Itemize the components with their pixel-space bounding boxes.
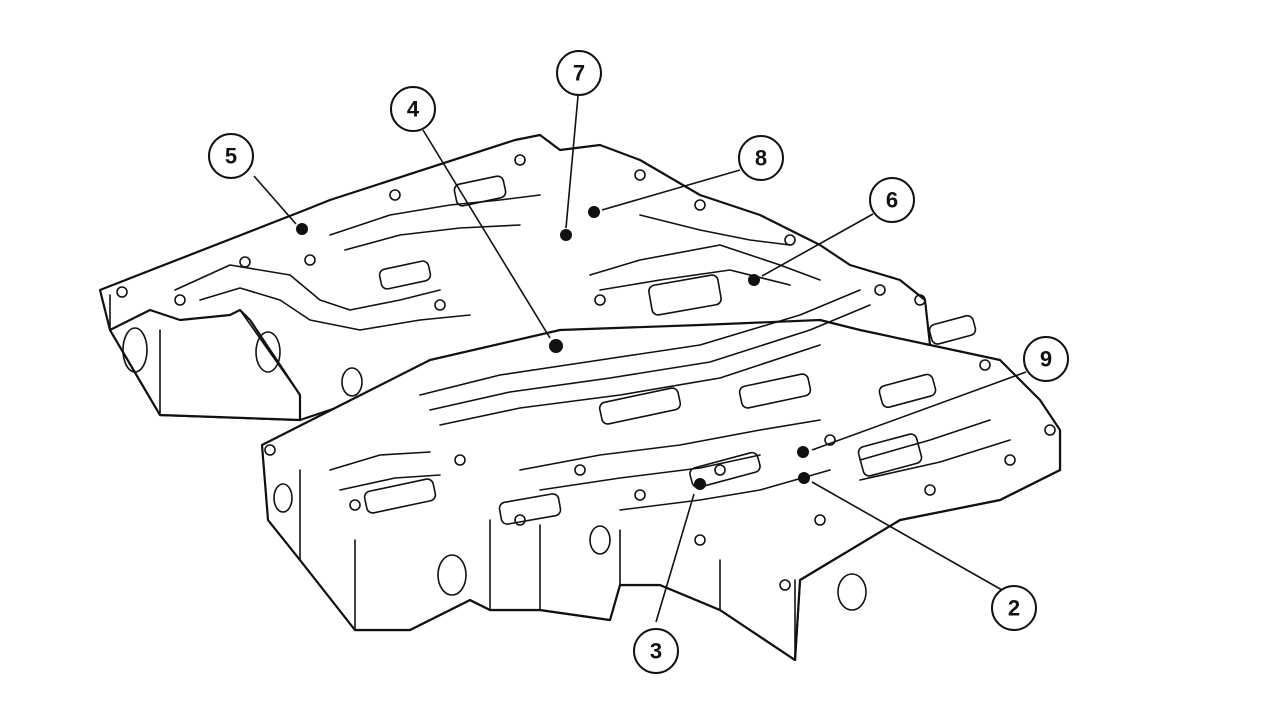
passage [419, 289, 861, 396]
callout-3: 3 [633, 628, 679, 674]
callout-9: 9 [1023, 336, 1069, 382]
passage [439, 344, 821, 426]
callout-label-6: 6 [886, 188, 898, 213]
callout-7: 7 [556, 50, 602, 96]
passage [619, 469, 831, 511]
passage [519, 419, 821, 471]
callout-8: 8 [738, 135, 784, 181]
passage [329, 451, 431, 471]
callout-label-8: 8 [755, 146, 767, 171]
callout-label-3: 3 [650, 639, 662, 664]
callouts: 2 3 4 5 6 7 8 9 [208, 50, 1069, 674]
check-ball-4 [549, 339, 563, 353]
check-ball-8 [588, 206, 600, 218]
passage [859, 419, 991, 461]
passage [429, 304, 871, 411]
check-ball-2 [798, 472, 810, 484]
passage [199, 287, 471, 331]
leader-lines [253, 95, 1027, 623]
check-ball-3 [694, 478, 706, 490]
callout-6: 6 [869, 177, 915, 223]
callout-4: 4 [390, 86, 436, 132]
passage [329, 194, 541, 236]
passage [589, 244, 821, 281]
upper-plate-skirt [108, 308, 302, 422]
check-ball-6 [748, 274, 760, 286]
check-ball-9 [797, 446, 809, 458]
valve-body-casting [98, 133, 1062, 662]
callout-label-9: 9 [1040, 347, 1052, 372]
check-ball-5 [296, 223, 308, 235]
passage [859, 439, 1011, 481]
bolt-holes [116, 154, 1056, 591]
passage [339, 474, 441, 491]
callout-5: 5 [208, 133, 254, 179]
callout-label-7: 7 [573, 61, 585, 86]
check-ball-7 [560, 229, 572, 241]
passage [639, 214, 791, 246]
callout-label-5: 5 [225, 144, 237, 169]
check-balls [296, 206, 810, 490]
passage [344, 224, 521, 251]
callout-label-4: 4 [407, 97, 420, 122]
passage [539, 454, 761, 491]
callout-label-2: 2 [1008, 596, 1020, 621]
callout-2: 2 [991, 585, 1037, 631]
passage [599, 269, 791, 291]
passage [174, 264, 441, 311]
